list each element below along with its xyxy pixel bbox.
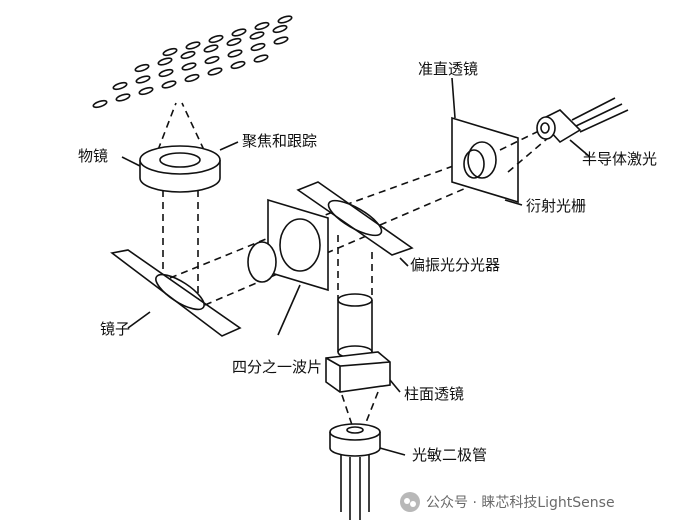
- disc-pit: [116, 93, 131, 102]
- disc-pit: [231, 60, 246, 69]
- disc-pit: [250, 31, 265, 40]
- label-photodiode: 光敏二极管: [412, 446, 487, 464]
- cylinder-beam-segment: [338, 294, 372, 358]
- objective-lens-ring: [140, 146, 220, 192]
- watermark: 公众号 · 睐芯科技LightSense: [400, 492, 615, 512]
- disc-pit: [251, 42, 266, 51]
- disc-pit: [186, 41, 201, 50]
- watermark-text: 公众号 · 睐芯科技LightSense: [426, 492, 615, 512]
- beam-to-photodiode: [342, 392, 378, 425]
- label-polarizing-beam-splitter: 偏振光分光器: [410, 256, 500, 274]
- disc-pit: [232, 28, 247, 37]
- disc-pit: [181, 50, 196, 59]
- disc-pit: [113, 81, 128, 90]
- disc-pit: [182, 62, 197, 71]
- disc-pit: [205, 55, 220, 64]
- leader-lines: [122, 78, 590, 455]
- disc-pit: [204, 44, 219, 53]
- mirror-plate: [112, 250, 240, 336]
- disc-pit: [163, 47, 178, 56]
- disc-pit: [227, 37, 242, 46]
- disc-pit: [185, 73, 200, 82]
- semiconductor-laser-body: [537, 98, 628, 142]
- disc-pit: [135, 63, 150, 72]
- label-semiconductor-laser: 半导体激光: [582, 150, 657, 168]
- label-cylindrical-lens: 柱面透镜: [404, 385, 464, 403]
- wechat-icon: [400, 492, 420, 512]
- label-focus-tracking: 聚焦和跟踪: [242, 132, 317, 150]
- quarter-wave-plate: [248, 200, 328, 290]
- disc-pit: [159, 68, 174, 77]
- disc-pit: [278, 15, 293, 24]
- disc-pits: [93, 15, 293, 109]
- disc-pit: [93, 99, 108, 108]
- label-objective-lens: 物镜: [78, 147, 108, 165]
- beam-pbs-to-cylindrical: [338, 235, 372, 300]
- focus-cone: [158, 103, 204, 150]
- cylindrical-lens-body: [326, 352, 390, 392]
- disc-pit: [228, 49, 243, 58]
- disc-pit: [162, 80, 177, 89]
- photodiode-body: [330, 424, 380, 520]
- disc-pit: [209, 34, 224, 43]
- disc-pit: [254, 54, 269, 63]
- disc-pit: [158, 57, 173, 66]
- disc-pit: [139, 86, 154, 95]
- disc-pit: [136, 75, 151, 84]
- label-diffraction-grating: 衍射光栅: [526, 197, 586, 215]
- label-mirror: 镜子: [100, 320, 130, 338]
- disc-pit: [273, 24, 288, 33]
- disc-pit: [208, 67, 223, 76]
- disc-pit: [255, 21, 270, 30]
- label-collimating-lens: 准直透镜: [418, 60, 478, 78]
- label-quarter-wave-plate: 四分之一波片: [232, 358, 322, 376]
- disc-pit: [274, 36, 289, 45]
